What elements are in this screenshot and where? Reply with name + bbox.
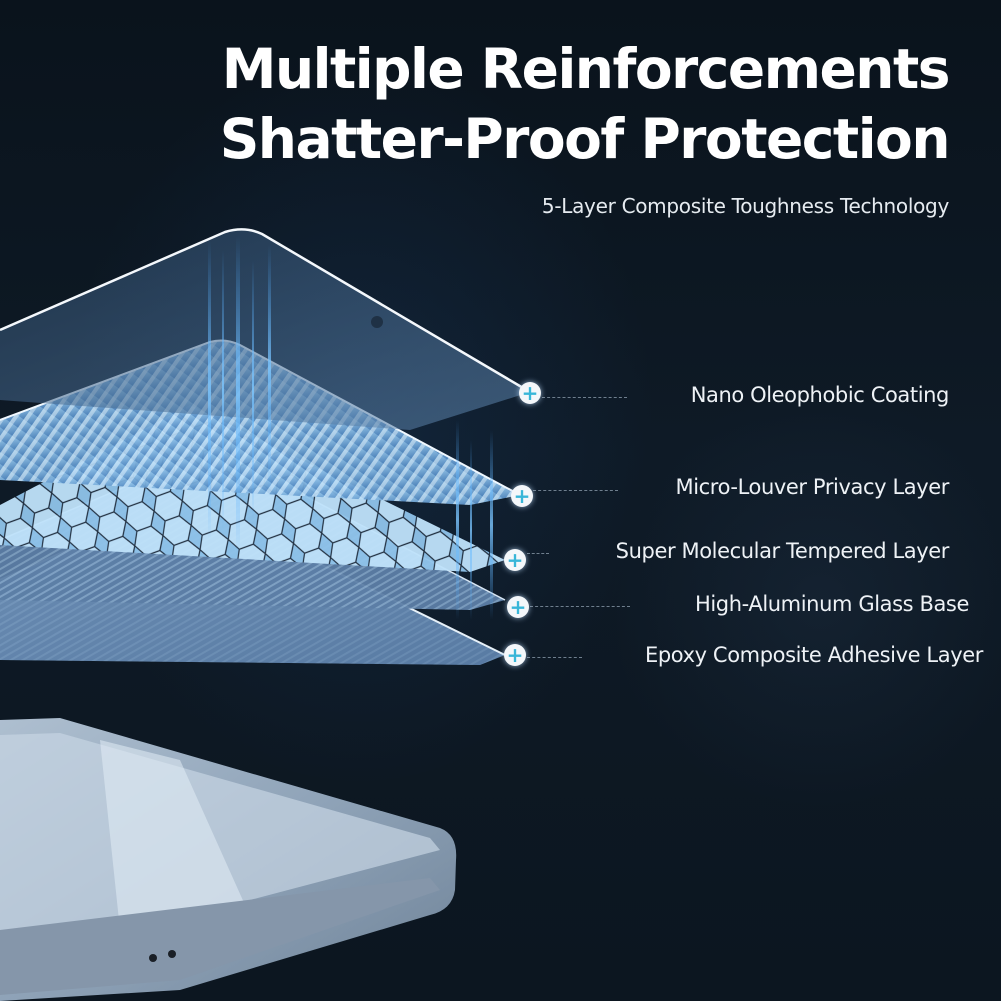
- plus-circle-icon: +: [513, 484, 531, 508]
- subtitle: 5-Layer Composite Toughness Technology: [541, 194, 949, 218]
- layer-label-micro-louver: Micro-Louver Privacy Layer: [675, 475, 950, 499]
- phone-body: [0, 718, 457, 1001]
- leader-line-2: [533, 490, 618, 491]
- layer-marker-1[interactable]: +: [519, 382, 541, 404]
- layer-label-nano-oleophobic: Nano Oleophobic Coating: [690, 383, 950, 407]
- plus-circle-icon: +: [521, 381, 539, 405]
- leader-line-5: [527, 657, 582, 658]
- title-line-1: Multiple Reinforcements: [221, 37, 951, 101]
- plus-circle-icon: +: [506, 643, 524, 667]
- light-beams: [208, 235, 493, 620]
- leader-line-1: [542, 397, 627, 398]
- layer-marker-5[interactable]: +: [504, 644, 526, 666]
- plus-circle-icon: +: [509, 595, 527, 619]
- leader-line-3: [527, 553, 549, 554]
- page-title: Multiple Reinforcements Shatter-Proof Pr…: [219, 34, 951, 174]
- layer-marker-4[interactable]: +: [507, 596, 529, 618]
- plus-circle-icon: +: [506, 548, 524, 572]
- layer-label-super-molecular: Super Molecular Tempered Layer: [615, 539, 950, 563]
- leader-line-4: [530, 606, 630, 607]
- layer-label-high-aluminum: High-Aluminum Glass Base: [694, 592, 969, 616]
- layer-label-epoxy-adhesive: Epoxy Composite Adhesive Layer: [645, 643, 983, 667]
- layer-marker-2[interactable]: +: [511, 485, 533, 507]
- layer-marker-3[interactable]: +: [504, 549, 526, 571]
- title-line-2: Shatter-Proof Protection: [219, 107, 951, 171]
